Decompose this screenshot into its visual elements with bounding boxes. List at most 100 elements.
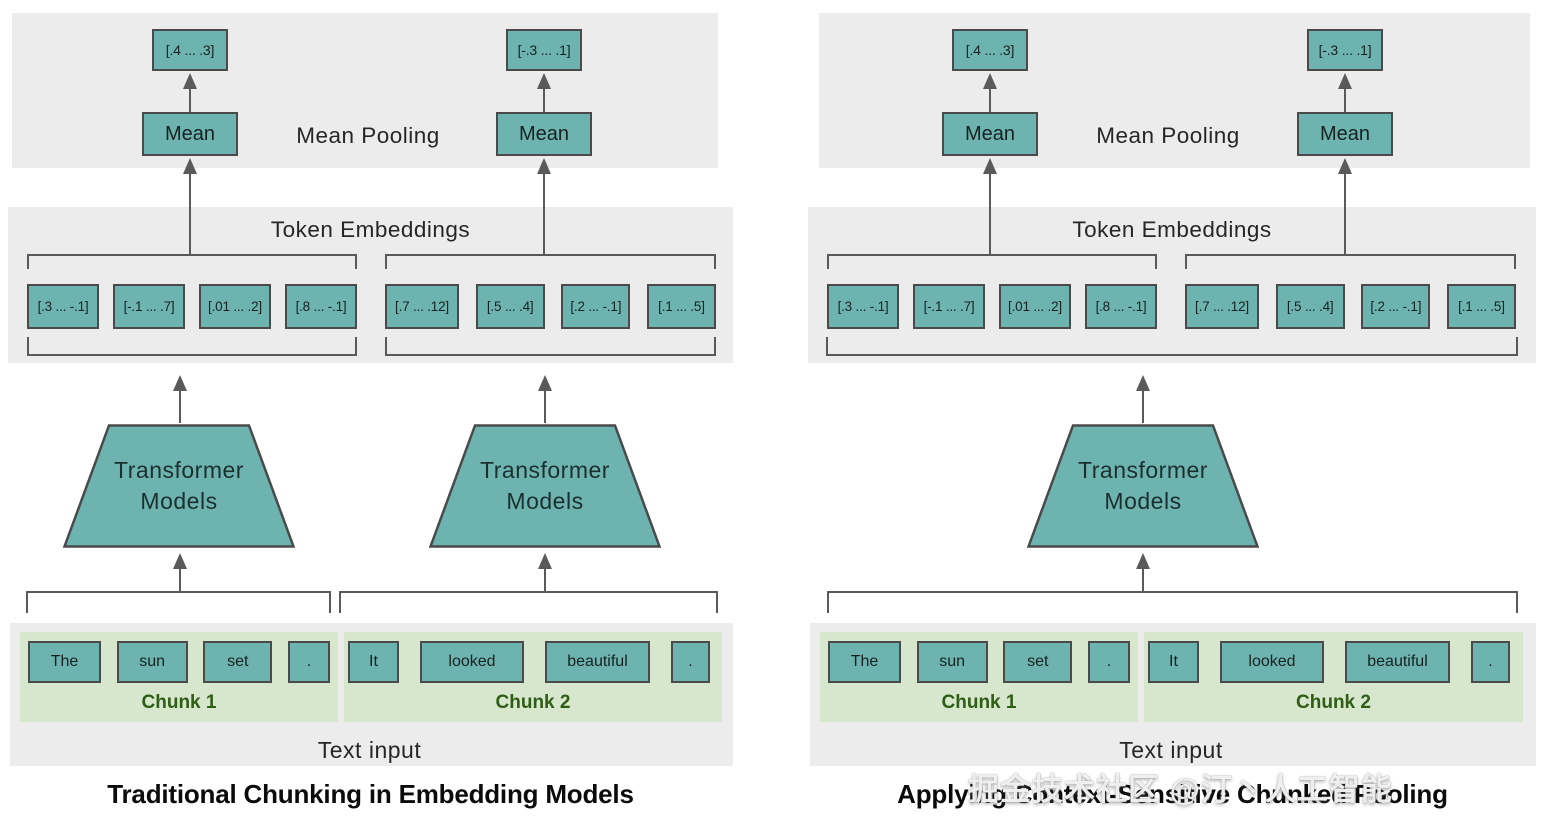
mean-box: Mean <box>496 112 592 156</box>
word-row-chunk2: It looked beautiful . <box>348 641 710 683</box>
word-token-box: beautiful <box>545 641 650 683</box>
word-row-chunk2: It looked beautiful . <box>1148 641 1510 683</box>
transformer-label-line1: Transformer <box>1078 456 1208 483</box>
arrow-up-icon <box>172 375 188 423</box>
input-chunk-bracket <box>339 591 718 613</box>
arrow-head-icon <box>537 158 551 174</box>
token-embeddings-label: Token Embeddings <box>270 217 471 242</box>
word-token-box: beautiful <box>1345 641 1450 683</box>
arrow-shaft <box>988 89 992 112</box>
arrow-head-icon <box>173 375 187 391</box>
output-vector-box: [-.3 ... .1] <box>1307 29 1383 71</box>
arrow-shaft <box>988 174 992 255</box>
word-token-box: . <box>671 641 710 683</box>
trapezoid-shape <box>429 424 661 548</box>
embedding-row-chunk2: [.7 ... .12] [.5 ... .4] [.2 ... -.1] [.… <box>1185 284 1516 329</box>
arrow-shaft <box>178 391 182 423</box>
input-chunk-bracket <box>26 591 331 613</box>
transformer-trapezoid: Transformer Models <box>1027 424 1259 548</box>
arrow-up-icon <box>1135 375 1151 423</box>
transformer-label-line2: Models <box>1104 488 1182 514</box>
embedding-row-chunk1: [.3 ... -.1] [-.1 ... .7] [.01 ... .2] [… <box>827 284 1157 329</box>
arrow-shaft <box>543 391 547 423</box>
word-token-box: . <box>1087 641 1130 683</box>
trapezoid-shape <box>1027 424 1259 548</box>
arrow-shaft <box>188 174 192 255</box>
arrow-shaft <box>188 89 192 112</box>
arrow-head-icon <box>1338 158 1352 174</box>
mean-box: Mean <box>142 112 238 156</box>
arrow-head-icon <box>173 553 187 569</box>
token-embedding-box: [-.1 ... .7] <box>913 284 985 329</box>
word-row-chunk1: The sun set . <box>28 641 330 683</box>
transformer-label: Transformer Models <box>63 424 295 548</box>
arrow-up-icon <box>1135 553 1151 591</box>
diagram-title: Traditional Chunking in Embedding Models <box>107 779 634 809</box>
watermark: 掘金技术社区 @汀丶人工智能 <box>968 772 1393 807</box>
arrow-up-icon <box>536 73 552 112</box>
word-token-box: set <box>203 641 273 683</box>
chunk-label: Chunk 2 <box>495 692 571 713</box>
output-vector-box: [-.3 ... .1] <box>506 29 582 71</box>
trapezoid-shape <box>63 424 295 548</box>
token-embedding-box: [.3 ... -.1] <box>827 284 899 329</box>
transformer-label-line1: Transformer <box>480 456 610 483</box>
word-row-chunk1: The sun set . <box>828 641 1130 683</box>
traditional-chunking-diagram: [.4 ... .3] [-.3 ... .1] Mean Mean Mean … <box>8 0 733 820</box>
token-embedding-box: [.2 ... -.1] <box>561 284 631 329</box>
arrow-shaft <box>1343 89 1347 112</box>
chunk-bracket-top <box>27 254 357 269</box>
token-embedding-box: [.7 ... .12] <box>385 284 459 329</box>
word-token-box: . <box>287 641 330 683</box>
arrow-shaft <box>1141 569 1145 591</box>
chunk2-area <box>344 632 722 722</box>
transformer-label-line2: Models <box>140 488 218 514</box>
transformer-label-line2: Models <box>506 488 584 514</box>
token-embedding-box: [.3 ... -.1] <box>27 284 99 329</box>
token-embedding-box: [.8 ... -.1] <box>1085 284 1157 329</box>
arrow-head-icon <box>983 73 997 89</box>
word-token-box: It <box>1148 641 1199 683</box>
arrow-up-icon <box>982 158 998 255</box>
token-embedding-box: [.8 ... -.1] <box>285 284 357 329</box>
arrow-head-icon <box>1338 73 1352 89</box>
word-token-box: set <box>1003 641 1073 683</box>
arrow-shaft <box>1141 391 1145 423</box>
chunk-label: Chunk 2 <box>1296 692 1371 713</box>
chunk-bracket-bottom <box>385 337 716 356</box>
transformer-label: Transformer Models <box>1027 424 1259 548</box>
arrow-shaft <box>1343 174 1347 255</box>
text-input-label: Text input <box>317 737 422 763</box>
transformer-trapezoid: Transformer Models <box>63 424 295 548</box>
token-embedding-box: [.5 ... .4] <box>475 284 545 329</box>
word-token-box: It <box>348 641 399 683</box>
word-token-box: sun <box>116 641 188 683</box>
text-input-label: Text input <box>1119 737 1223 763</box>
arrow-up-icon <box>537 375 553 423</box>
mean-pooling-label: Mean Pooling <box>296 123 440 148</box>
arrow-up-icon <box>982 73 998 112</box>
token-embedding-box: [-.1 ... .7] <box>113 284 185 329</box>
token-embedding-box: [.01 ... .2] <box>999 284 1071 329</box>
chunk-bracket-bottom <box>27 337 357 356</box>
arrow-head-icon <box>1136 553 1150 569</box>
output-vector-box: [.4 ... .3] <box>952 29 1028 71</box>
embedding-row-chunk2: [.7 ... .12] [.5 ... .4] [.2 ... -.1] [.… <box>385 284 716 329</box>
arrow-head-icon <box>537 73 551 89</box>
token-embedding-box: [.7 ... .12] <box>1185 284 1259 329</box>
chunk-bracket-top <box>827 254 1157 269</box>
arrow-shaft <box>178 569 182 591</box>
chunk-label: Chunk 1 <box>141 692 217 713</box>
arrow-up-icon <box>1337 158 1353 255</box>
arrow-up-icon <box>1337 73 1353 112</box>
mean-box: Mean <box>942 112 1038 156</box>
arrow-shaft <box>542 174 546 255</box>
arrow-head-icon <box>538 553 552 569</box>
mean-pooling-panel <box>819 13 1530 168</box>
token-embeddings-label: Token Embeddings <box>1072 217 1272 242</box>
arrow-head-icon <box>983 158 997 174</box>
arrow-up-icon <box>537 553 553 591</box>
full-span-bracket-bottom <box>826 337 1518 356</box>
diagram-title: Applying Context-Sensitive Chunked Pooli… <box>897 779 1448 809</box>
